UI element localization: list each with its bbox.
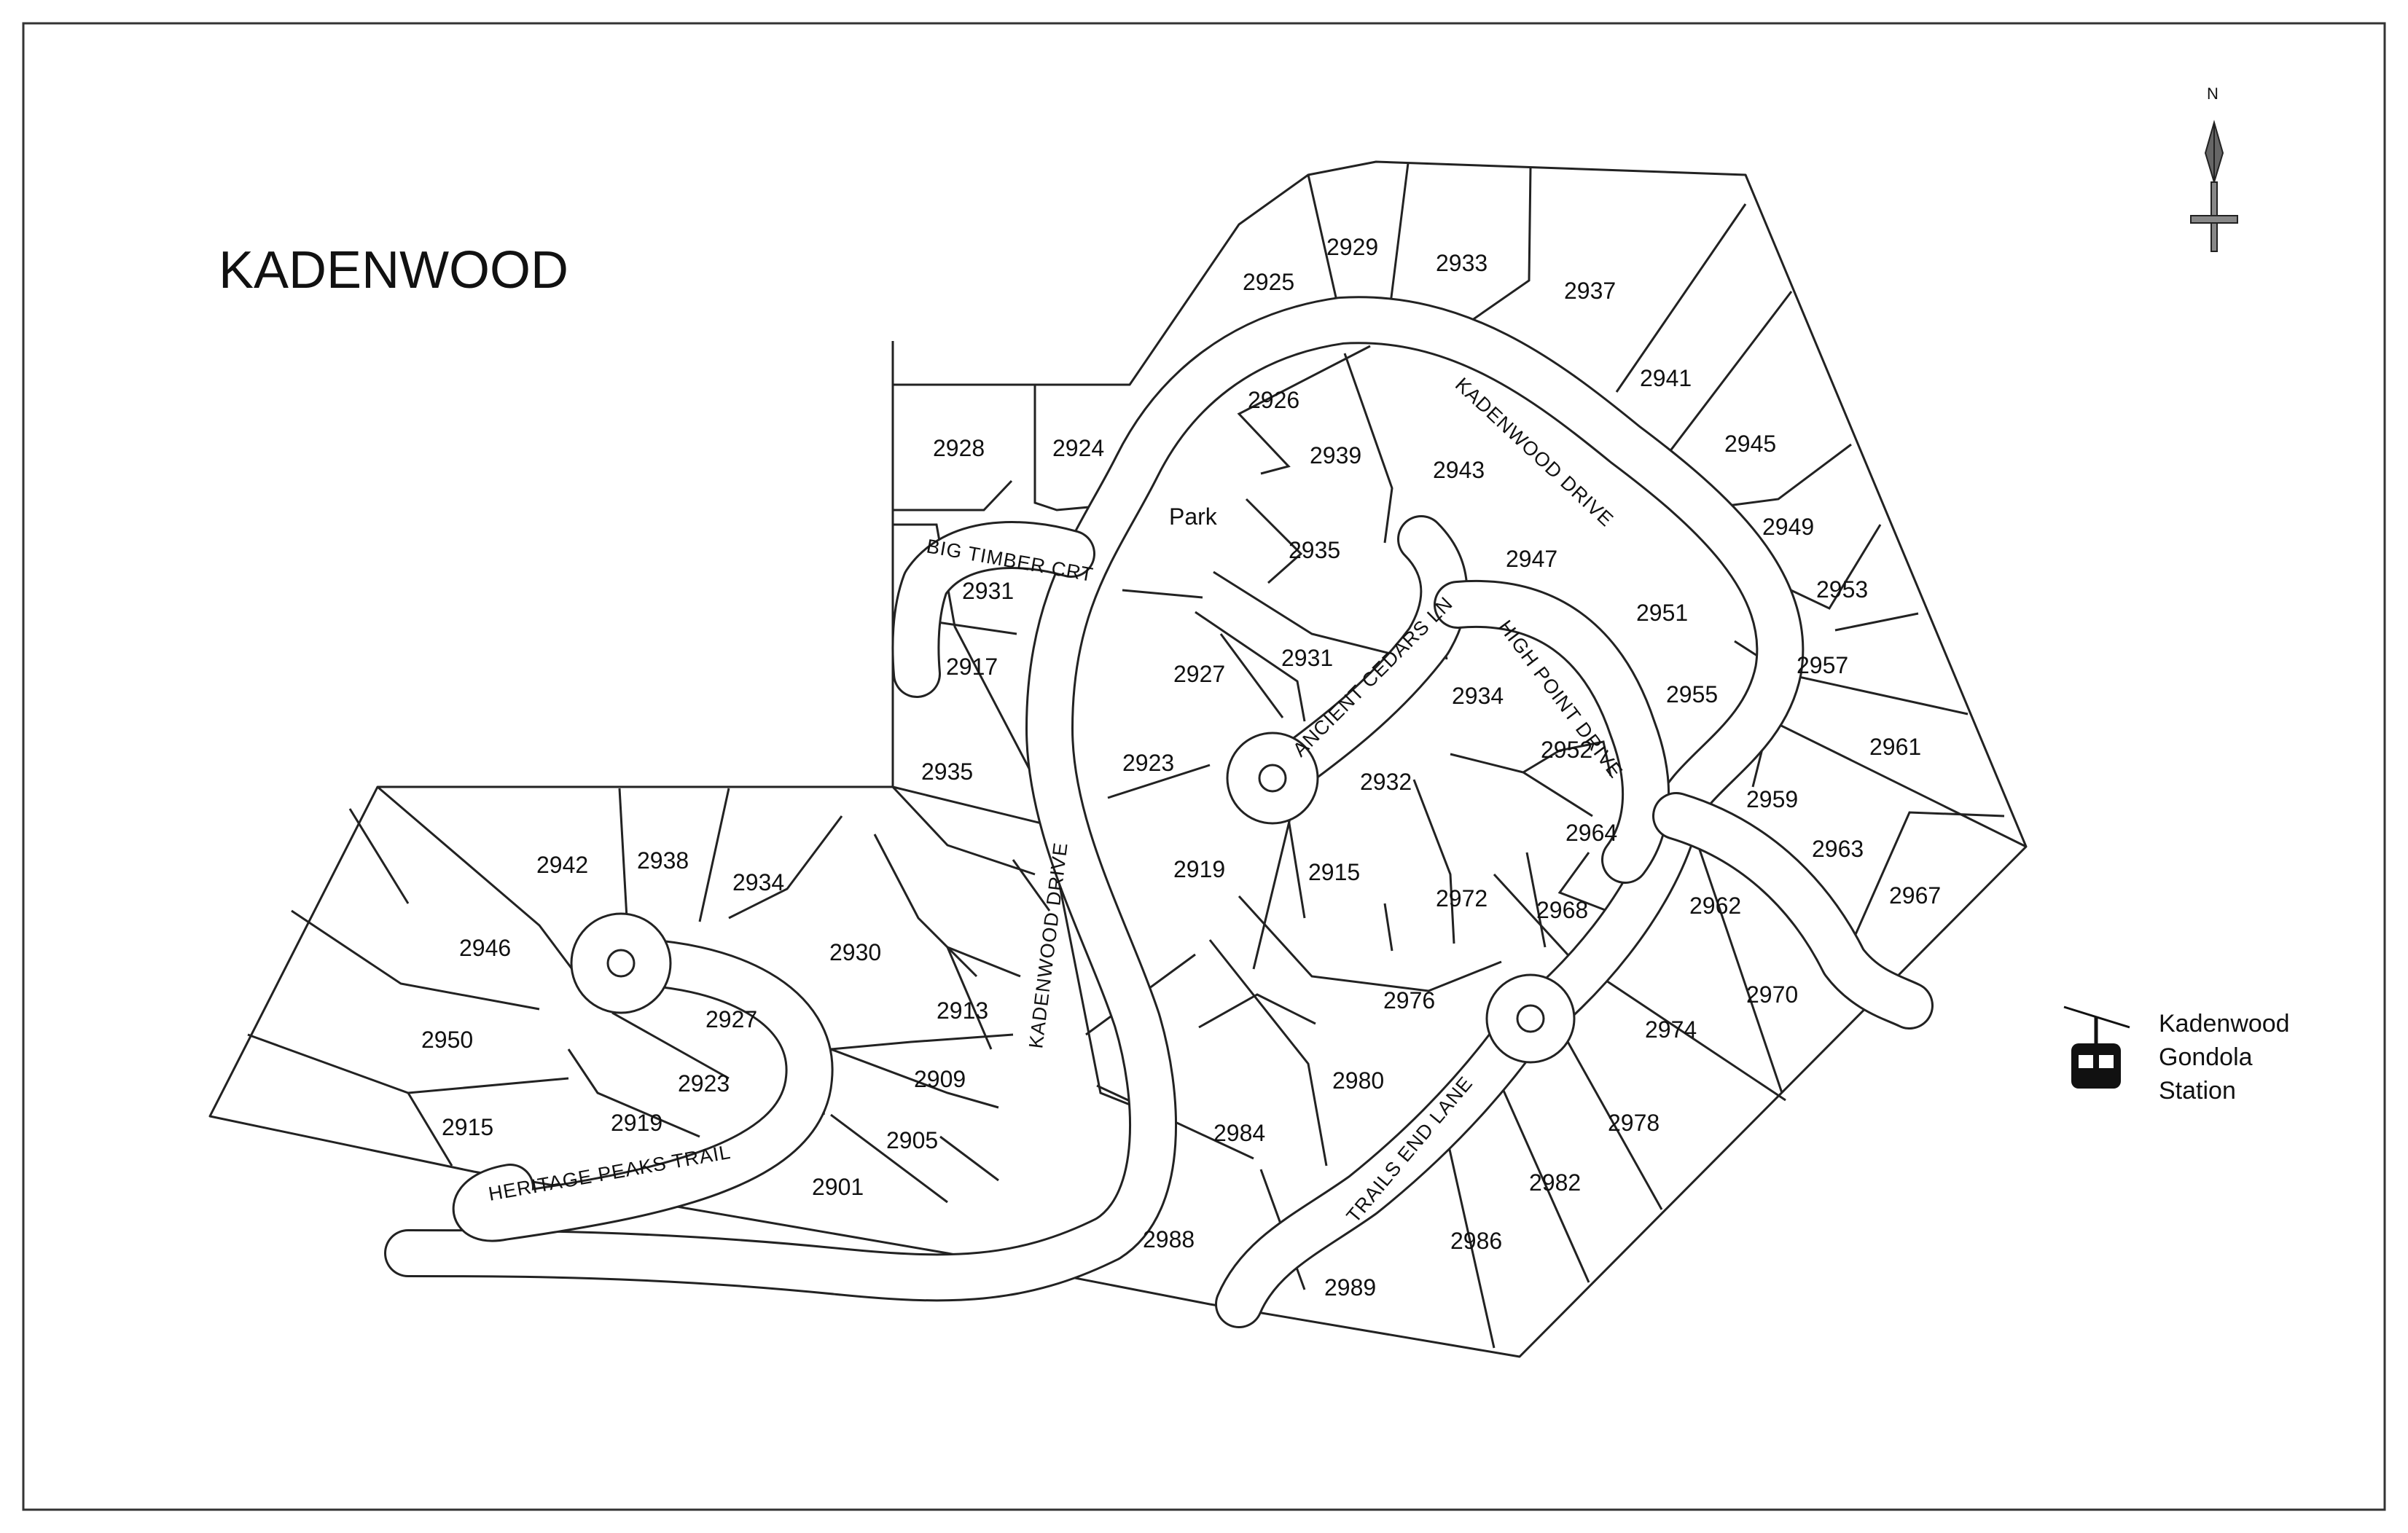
- park-label: Park: [1169, 503, 1218, 530]
- lot-label: 2972: [1436, 885, 1488, 911]
- legend-line-2: Gondola: [2159, 1043, 2253, 1071]
- legend-line-1: Kadenwood: [2159, 1010, 2290, 1038]
- north-arrow-icon: N: [2190, 85, 2238, 252]
- lot-label: 2964: [1565, 820, 1617, 846]
- lot-label: 2949: [1762, 514, 1814, 540]
- lot-label: 2932: [1360, 769, 1412, 795]
- lot-label: 2924: [1052, 435, 1104, 461]
- lot-lines-west: [247, 385, 1138, 1204]
- lot-label: 2935: [921, 758, 973, 785]
- lot-label: 2934: [732, 869, 784, 895]
- lot-label: 2970: [1746, 981, 1798, 1008]
- lot-label: 2923: [1122, 750, 1174, 776]
- gondola-icon: [2063, 1005, 2130, 1089]
- lot-label: 2938: [637, 847, 689, 874]
- lot-label: 2959: [1746, 786, 1798, 812]
- lot-label: 2989: [1324, 1274, 1376, 1301]
- lot-label: 2915: [1308, 859, 1360, 885]
- lot-label: 2974: [1645, 1016, 1697, 1043]
- lot-label: 2926: [1248, 387, 1299, 413]
- lot-label: 2945: [1724, 431, 1776, 457]
- lot-label: 2909: [914, 1066, 966, 1092]
- lot-label: 2984: [1213, 1120, 1265, 1146]
- lot-label: 2986: [1450, 1228, 1502, 1254]
- lot-label: 2978: [1608, 1110, 1660, 1136]
- road-network: [384, 296, 1934, 1328]
- lot-label: 2980: [1332, 1067, 1384, 1094]
- lot-label: 2919: [1173, 856, 1225, 882]
- map-title: KADENWOOD: [219, 241, 568, 299]
- lot-label: 2919: [611, 1110, 662, 1136]
- lot-label: 2951: [1636, 600, 1688, 626]
- lot-label: 2939: [1310, 442, 1361, 468]
- lot-label: 2929: [1326, 234, 1378, 260]
- lot-label: 2933: [1436, 250, 1488, 276]
- lot-label: 2905: [886, 1127, 938, 1153]
- lot-label: 2963: [1812, 836, 1864, 862]
- lot-label: 2962: [1689, 893, 1741, 919]
- lot-label: 2953: [1816, 576, 1868, 603]
- lot-label: 2952: [1541, 737, 1592, 763]
- svg-text:N: N: [2207, 85, 2219, 103]
- lot-label: 2988: [1143, 1226, 1195, 1252]
- lot-label: 2927: [705, 1006, 757, 1032]
- lot-label: 2913: [937, 997, 988, 1024]
- lot-label: 2976: [1383, 987, 1435, 1013]
- lot-label: 2946: [459, 935, 511, 961]
- lot-label: 2923: [678, 1070, 730, 1097]
- lot-label: 2957: [1797, 652, 1848, 678]
- lot-label: 2967: [1889, 882, 1941, 909]
- lot-labels: 2925 2929 2933 2937 2941 2945 2949 2953 …: [421, 234, 1941, 1301]
- lot-label: 2915: [442, 1114, 493, 1140]
- lot-label: 2928: [933, 435, 985, 461]
- lot-label: 2937: [1564, 278, 1616, 304]
- lot-label: 2982: [1529, 1169, 1581, 1196]
- lot-label: 2961: [1869, 734, 1921, 760]
- lot-label: 2943: [1433, 457, 1485, 483]
- lot-label: 2942: [536, 852, 588, 878]
- lot-label: 2968: [1536, 897, 1588, 923]
- legend-line-3: Station: [2159, 1077, 2236, 1105]
- lot-label: 2930: [829, 939, 881, 965]
- lot-label: 2931: [1281, 645, 1333, 671]
- lot-label: 2947: [1506, 546, 1557, 572]
- subdivision-boundary: [208, 160, 2028, 1358]
- lot-label: 2925: [1243, 269, 1294, 295]
- lot-label: 2931: [962, 578, 1014, 604]
- lot-label: 2935: [1289, 537, 1340, 563]
- lot-label: 2934: [1452, 683, 1504, 709]
- lot-label: 2955: [1666, 681, 1718, 707]
- lot-label: 2941: [1640, 365, 1692, 391]
- lot-label: 2927: [1173, 661, 1225, 687]
- lot-label: 2901: [812, 1174, 864, 1200]
- lot-label: 2950: [421, 1027, 473, 1053]
- lot-label: 2917: [946, 654, 998, 680]
